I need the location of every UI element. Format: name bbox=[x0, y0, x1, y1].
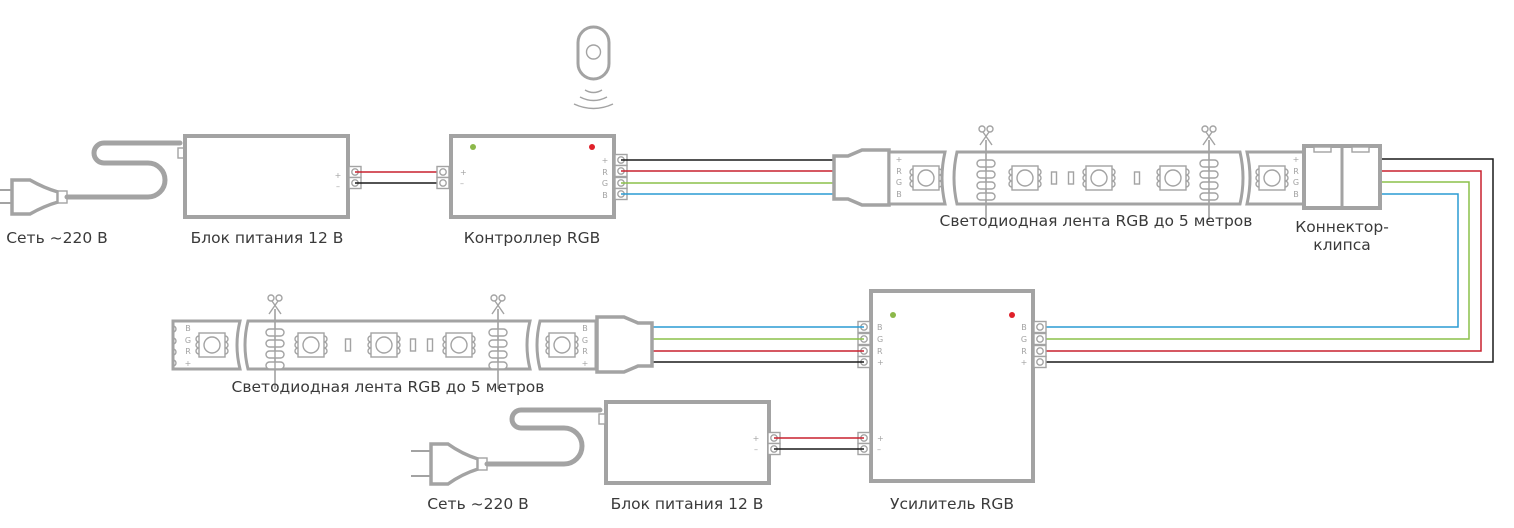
led-strip-bottom: B G R + B G R + bbox=[171, 294, 598, 390]
amp-out-plus-label: + bbox=[877, 358, 884, 367]
psu-bottom-plus-label: + bbox=[753, 434, 760, 443]
strip-top-r-label: R bbox=[896, 167, 902, 176]
amp-in-g-label: G bbox=[1021, 335, 1027, 344]
strip-bottom-g-label: G bbox=[582, 336, 588, 345]
amp-out-terminal-g bbox=[1033, 332, 1047, 346]
strip-bottom-end-b-label: B bbox=[185, 324, 191, 333]
strip-bottom-plus-label: + bbox=[582, 359, 589, 368]
led-indicator-red bbox=[1009, 312, 1015, 318]
strip-bottom-r-label: R bbox=[582, 347, 588, 356]
strip-top-g-label: G bbox=[896, 178, 902, 187]
amp-out-terminal-r bbox=[1033, 344, 1047, 358]
amp-in-b-label: B bbox=[1021, 323, 1027, 332]
clip-connector bbox=[1302, 144, 1382, 210]
led-indicator-green bbox=[890, 312, 896, 318]
psu-top-minus-label: – bbox=[336, 182, 340, 191]
strip-top-end-r-label: R bbox=[1293, 167, 1299, 176]
strip-top-plug bbox=[832, 148, 891, 207]
led-indicator-red bbox=[589, 144, 595, 150]
label-strip-top: Светодиодная лента RGB до 5 метров bbox=[940, 212, 1253, 230]
led-strip-top: + R G B + R G B bbox=[887, 125, 1307, 221]
controller-terminal-minus bbox=[436, 176, 450, 190]
amp-out-terminal-b bbox=[1033, 320, 1047, 334]
controller-out-plus-label: + bbox=[602, 156, 609, 165]
controller-out-b-label: B bbox=[602, 191, 608, 200]
label-strip-bottom: Светодиодная лента RGB до 5 метров bbox=[232, 378, 545, 396]
wire-g bbox=[1040, 181, 1470, 340]
power-supply-bottom bbox=[604, 400, 771, 485]
strip-top-end-plus-label: + bbox=[1293, 155, 1300, 164]
mains-plug-bottom bbox=[411, 407, 606, 486]
remote-control-icon bbox=[573, 25, 614, 110]
strip-bottom-end-plus-label: + bbox=[185, 359, 192, 368]
power-supply-top bbox=[183, 134, 350, 219]
rgb-controller bbox=[449, 134, 616, 219]
led-indicator-green bbox=[470, 144, 476, 150]
wire-plus bbox=[1040, 158, 1494, 363]
strip-bottom-end-r-label: R bbox=[185, 347, 191, 356]
wire-b bbox=[1040, 193, 1459, 328]
label-connector-line1: Коннектор- bbox=[1295, 218, 1389, 236]
label-mains-top: Сеть ~220 В bbox=[6, 229, 108, 247]
mains-plug-top bbox=[0, 140, 185, 216]
amp-power-minus-label: – bbox=[877, 445, 881, 454]
psu-bottom-minus-label: – bbox=[754, 445, 758, 454]
strip-bottom-plug bbox=[595, 315, 654, 374]
controller-out-g-label: G bbox=[602, 179, 608, 188]
controller-terminal-plus bbox=[436, 165, 450, 179]
label-amplifier: Усилитель RGB bbox=[890, 495, 1014, 513]
amp-out-terminal-plus bbox=[1033, 355, 1047, 369]
label-psu-top: Блок питания 12 В bbox=[191, 229, 344, 247]
controller-in-minus-label: – bbox=[460, 179, 464, 188]
label-psu-bottom: Блок питания 12 В bbox=[611, 495, 764, 513]
strip-top-plus-label: + bbox=[896, 155, 903, 164]
label-controller: Контроллер RGB bbox=[464, 229, 601, 247]
strip-bottom-end-g-label: G bbox=[185, 336, 191, 345]
amp-out-g-label: G bbox=[877, 335, 883, 344]
amp-in-r-label: R bbox=[1021, 347, 1027, 356]
strip-top-b-label: B bbox=[896, 190, 902, 199]
rgb-amplifier bbox=[869, 289, 1035, 483]
strip-top-end-b-label: B bbox=[1293, 190, 1299, 199]
amp-out-b-label: B bbox=[877, 323, 883, 332]
controller-in-plus-label: + bbox=[460, 168, 467, 177]
strip-top-end-g-label: G bbox=[1293, 178, 1299, 187]
controller-out-r-label: R bbox=[602, 168, 608, 177]
wire-r bbox=[1040, 170, 1482, 352]
amp-out-r-label: R bbox=[877, 347, 883, 356]
label-mains-bottom: Сеть ~220 В bbox=[427, 495, 529, 513]
amp-in-plus-label: + bbox=[1021, 358, 1028, 367]
label-connector-line2: клипса bbox=[1313, 236, 1371, 254]
psu-top-plus-label: + bbox=[335, 171, 342, 180]
strip-bottom-b-label: B bbox=[582, 324, 588, 333]
amp-power-plus-label: + bbox=[877, 434, 884, 443]
